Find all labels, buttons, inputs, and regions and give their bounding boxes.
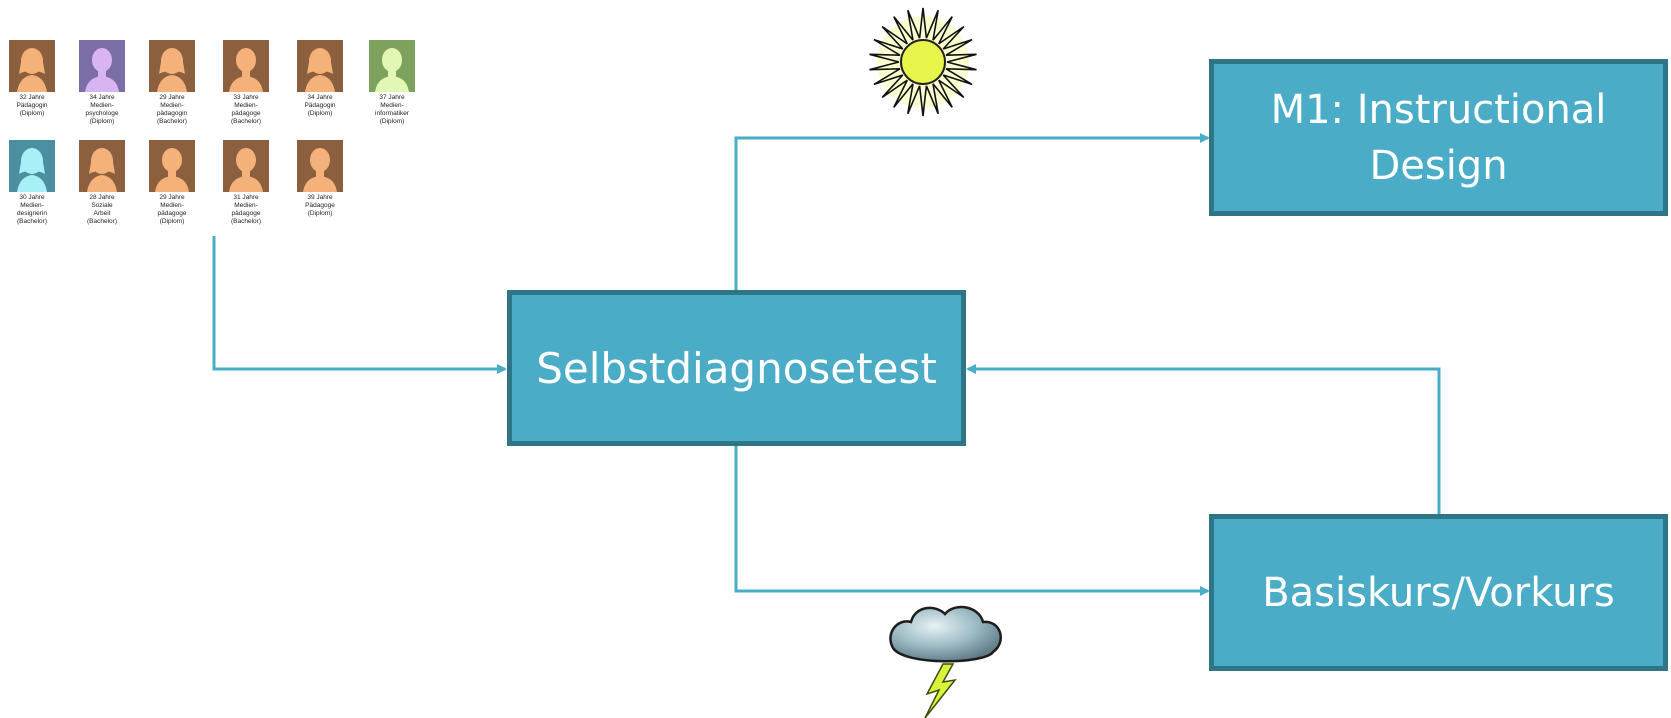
female-avatar-icon [9,40,55,92]
arrow-persons-to-test [212,236,507,374]
female-avatar-icon [79,140,125,192]
box-basiskurs-vorkurs[interactable]: Basiskurs/Vorkurs [1209,514,1668,671]
person-card: 29 Jahre Medien- pädagogin (Bachelor) [149,40,195,126]
female-avatar-icon [297,40,343,92]
person-label: 34 Jahre Medien- psychologe (Diplom) [85,94,119,125]
person-label: 28 Jahre Soziale Arbeit (Bachelor) [87,194,117,225]
person-card: 30 Jahre Medien- designerin (Bachelor) [9,140,55,226]
arrow-test-to-basiskurs [734,444,1210,596]
box-basiskurs-label: Basiskurs/Vorkurs [1262,569,1615,616]
male-avatar-icon [223,140,269,192]
sun-icon [869,7,977,117]
sun-rays [869,7,977,117]
arrows [212,133,1441,596]
arrow-basiskurs-to-test [966,364,1441,516]
person-card: 33 Jahre Medien- pädagoge (Bachelor) [223,40,269,126]
person-card: 34 Jahre Pädagogin (Diplom) [297,40,343,118]
male-avatar-icon [223,40,269,92]
person-label: 39 Jahre Pädagoge (Diplom) [305,194,335,217]
thundercloud-icon [889,605,1002,718]
female-avatar-icon [149,40,195,92]
box-selbstdiagnosetest[interactable]: Selbstdiagnosetest [507,290,966,446]
box-m1-instructional-design[interactable]: M1: Instructional Design [1209,59,1668,216]
male-avatar-icon [369,40,415,92]
male-avatar-icon [79,40,125,92]
person-card: 31 Jahre Medien- pädagoge (Bachelor) [223,140,269,226]
person-label: 29 Jahre Medien- pädagogin (Bachelor) [156,94,188,125]
box-m1-label: M1: Instructional Design [1270,86,1607,189]
person-label: 34 Jahre Pädagogin (Diplom) [304,94,336,117]
person-card: 32 Jahre Pädagogin (Diplom) [9,40,55,118]
person-label: 29 Jahre Medien- pädagoge (Diplom) [157,194,187,225]
person-label: 31 Jahre Medien- pädagoge (Bachelor) [231,194,261,225]
arrow-test-to-m1 [734,133,1210,292]
person-card: 37 Jahre Medien- informatiker (Diplom) [369,40,415,126]
person-card: 28 Jahre Soziale Arbeit (Bachelor) [79,140,125,226]
box-selbstdiagnosetest-label: Selbstdiagnosetest [536,343,937,393]
person-label: 30 Jahre Medien- designerin (Bachelor) [17,194,47,225]
female-avatar-icon [9,140,55,192]
male-avatar-icon [149,140,195,192]
person-label: 37 Jahre Medien- informatiker (Diplom) [375,94,409,125]
person-card: 34 Jahre Medien- psychologe (Diplom) [79,40,125,126]
person-label: 33 Jahre Medien- pädagoge (Bachelor) [231,94,261,125]
person-card: 39 Jahre Pädagoge (Diplom) [297,140,343,218]
person-card: 29 Jahre Medien- pädagoge (Diplom) [149,140,195,226]
male-avatar-icon [297,140,343,192]
person-label: 32 Jahre Pädagogin (Diplom) [16,94,48,117]
